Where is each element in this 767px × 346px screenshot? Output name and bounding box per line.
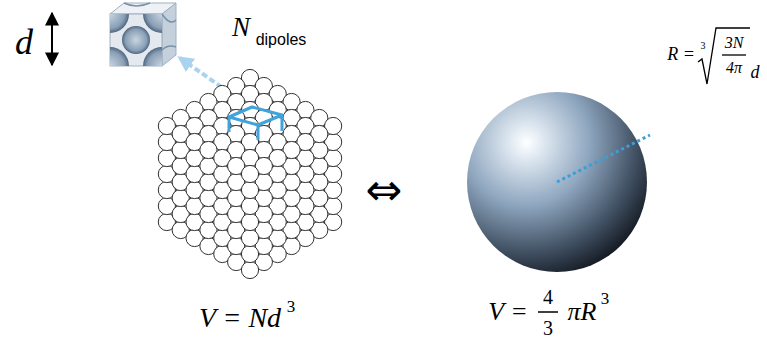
equivalence-symbol: ⇔ [366,168,403,212]
radius-factor: d [751,63,760,81]
volume-formula: πR [568,299,597,325]
fraction-denominator: 4π [726,60,742,76]
dimension-arrow [51,13,53,65]
fraction-denominator: 3 [543,318,553,338]
dipole-sphere [241,245,258,262]
dipole-sphere [241,229,258,246]
exponent: 3 [601,290,610,307]
count-subscript: dipoles [256,32,307,48]
radius-line [557,135,650,182]
volume-formula: V = [488,299,527,325]
count-symbol: N [232,14,250,41]
dipole-sphere [241,197,258,214]
cube-cutouts [110,14,162,66]
radical-sign [698,28,750,84]
root-index: 3 [701,41,706,51]
dipole-sphere [241,165,258,182]
fraction-numerator: 4 [543,287,553,307]
volume-formula: V = Nd [199,304,281,332]
radius-formula: R = [667,45,695,63]
dipole-sphere [241,213,258,230]
cube-side-face [162,3,176,66]
dipole-sphere [241,181,258,198]
unit-cell-cube [91,0,181,85]
dipole-sphere [241,261,258,278]
fraction-bar [722,54,746,55]
fraction-bar [538,311,558,313]
dimension-label: d [15,24,33,60]
exponent: 3 [287,298,296,315]
unit-cell-outline [229,107,282,140]
fraction-numerator: 3N [725,35,744,51]
